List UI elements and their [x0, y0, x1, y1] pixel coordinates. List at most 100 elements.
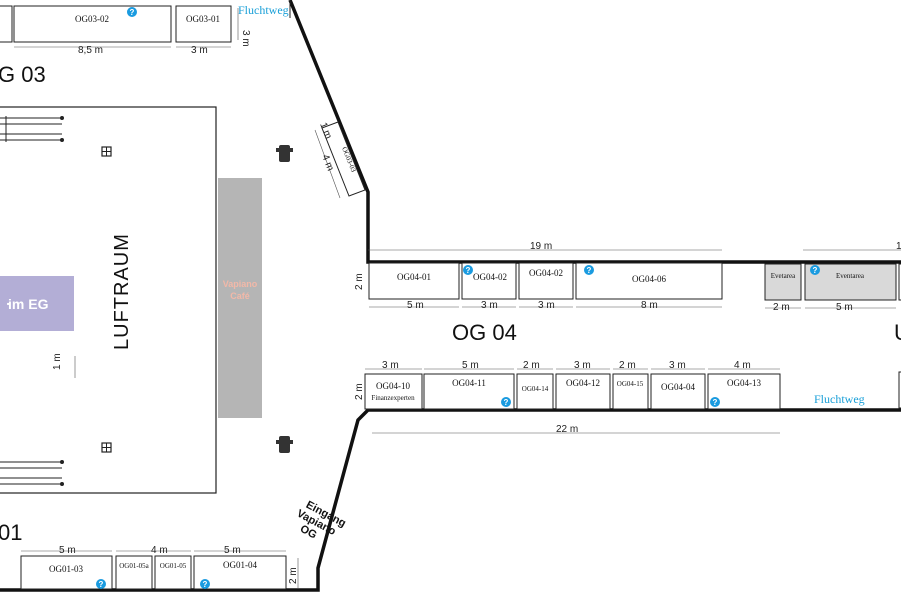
og04-top-row: 19 m OG04-01 OG04-02 OG04-02 OG04-06 ? ?…: [354, 241, 723, 311]
eg-banner-text: ᐧim EG: [6, 296, 49, 312]
booth-og01-05[interactable]: [154, 555, 192, 590]
fluchtweg-label: Fluchtweg: [238, 3, 289, 17]
booth-label-og04-06: OG04-06: [632, 274, 666, 284]
entrance-label: EingangVapianoOG: [289, 497, 348, 551]
zone-label-og04: OG 04: [452, 320, 517, 345]
booth-label-og01-05a: OG01-05a: [119, 562, 149, 570]
booth-og04-04[interactable]: [650, 373, 706, 410]
info-icon[interactable]: [584, 265, 594, 275]
booth-label-og04-04: OG04-04: [661, 382, 695, 392]
dim-og04-bottom-total: 22 m: [556, 424, 578, 435]
booth-og01-05a[interactable]: [115, 555, 153, 590]
booth-label-og04-02a: OG04-02: [473, 272, 507, 282]
booth-og04-10[interactable]: [364, 373, 423, 410]
svg-text:?: ?: [203, 580, 208, 589]
dim-edge: 1: [896, 241, 901, 252]
dim-og04-15: 2 m: [619, 360, 636, 371]
dim-og04-13: 4 m: [734, 360, 751, 371]
dim-og04-14: 2 m: [523, 360, 540, 371]
dim-og01-side: 2 m: [288, 567, 299, 584]
dim-og01-03: 5 m: [59, 545, 76, 556]
svg-text:?: ?: [504, 398, 509, 407]
info-icon[interactable]: [127, 7, 137, 17]
booth-label-eventarea: Eventarea: [836, 272, 865, 280]
dim-og04-12: 3 m: [574, 360, 591, 371]
vapiano-block: [218, 178, 262, 418]
booth-evetarea[interactable]: [764, 263, 802, 301]
dim-og04-06: 8 m: [641, 300, 658, 311]
booth-og04-12[interactable]: [555, 373, 611, 410]
dim-luftraum-1m: 1 m: [52, 353, 63, 370]
booth-og04-15[interactable]: [612, 373, 649, 410]
booth-label-og03-01: OG03-01: [186, 14, 220, 24]
booth-og01-03[interactable]: [20, 555, 113, 590]
booth-label-og04-13: OG04-13: [727, 378, 761, 388]
fluchtweg-label: Fluchtweg: [814, 392, 865, 406]
booth-og04-02b[interactable]: [518, 262, 574, 300]
dim-og04-top-total: 19 m: [530, 241, 552, 252]
svg-text:?: ?: [99, 580, 104, 589]
dim-og04-11: 5 m: [462, 360, 479, 371]
svg-text:?: ?: [813, 266, 818, 275]
booth-og03-01[interactable]: [175, 5, 232, 43]
luftraum-label: LUFTRAUM: [111, 233, 133, 350]
booth-label-og04-02b: OG04-02: [529, 268, 563, 278]
info-icon[interactable]: [501, 397, 511, 407]
booth-label-og04-14: OG04-14: [522, 385, 549, 393]
booth-sub-og04-10: Finanzexperten: [371, 394, 415, 402]
svg-text:U: U: [894, 320, 901, 345]
booth-label-evetarea: Evetarea: [771, 272, 796, 280]
info-icon[interactable]: [200, 579, 210, 589]
booth-og04-06[interactable]: [575, 262, 723, 300]
booth-label-og04-12: OG04-12: [566, 378, 600, 388]
booth-label-og04-10: OG04-10: [376, 381, 410, 391]
booth-og03-02[interactable]: [13, 5, 172, 43]
info-icon[interactable]: [463, 265, 473, 275]
dim-eventarea: 5 m: [836, 302, 853, 313]
dim-og04-02a: 3 m: [481, 300, 498, 311]
dim-og01-04: 5 m: [224, 545, 241, 556]
og04-bottom-row: 3 m 5 m 2 m 3 m 2 m 3 m 4 m OG04-10 Fina…: [354, 360, 901, 435]
dim-og03-side: 3 m: [240, 30, 251, 47]
info-icon[interactable]: [96, 579, 106, 589]
dim-og01-mid: 4 m: [151, 545, 168, 556]
svg-text:?: ?: [130, 8, 135, 17]
diag-booth: OG03-03 1 m 4 m: [314, 121, 366, 199]
booth-og04-13[interactable]: [707, 373, 781, 410]
info-icon[interactable]: [710, 397, 720, 407]
zone-label-og03: G 03: [0, 62, 46, 87]
booth-label-og04-15: OG04-15: [617, 380, 644, 388]
booth-og04-01[interactable]: [368, 262, 460, 300]
svg-text:?: ?: [713, 398, 718, 407]
zone-label-og01: 01: [0, 520, 22, 545]
og03-area: OG03-02 OG03-01 8,5 m 3 m 3 m ? Fluchtwe…: [0, 3, 289, 87]
booth-label-og03-02: OG03-02: [75, 14, 109, 24]
trash-icon: [276, 145, 293, 162]
dim-og04-10: 3 m: [382, 360, 399, 371]
booth-label-og04-11: OG04-11: [452, 378, 486, 388]
event-area: 1 Evetarea Eventarea ? 2 m 5 m: [764, 241, 901, 313]
og03-booth-partial[interactable]: [0, 5, 13, 43]
svg-text:?: ?: [587, 266, 592, 275]
trash-icon: [276, 436, 293, 453]
booth-og04-14[interactable]: [516, 373, 554, 410]
booth-label-og04-01: OG04-01: [397, 272, 431, 282]
booth-og03-03[interactable]: [321, 121, 366, 197]
dim-og04-01: 5 m: [407, 300, 424, 311]
og01-area: 01 5 m 4 m 5 m OG01-03 OG01-05a OG01-05 …: [0, 520, 299, 590]
booth-label-og01-05: OG01-05: [160, 562, 187, 570]
info-icon[interactable]: [810, 265, 820, 275]
booth-label-og01-03: OG01-03: [49, 564, 83, 574]
dim-og03-02: 8,5 m: [78, 45, 103, 56]
dim-og03-01: 3 m: [191, 45, 208, 56]
booth-eventarea[interactable]: [804, 263, 897, 301]
eg-banner: [0, 276, 74, 331]
svg-text:?: ?: [466, 266, 471, 275]
booth-label-og01-04: OG01-04: [223, 560, 257, 570]
dim-evetarea: 2 m: [773, 302, 790, 313]
booth-og04-11[interactable]: [423, 373, 515, 410]
